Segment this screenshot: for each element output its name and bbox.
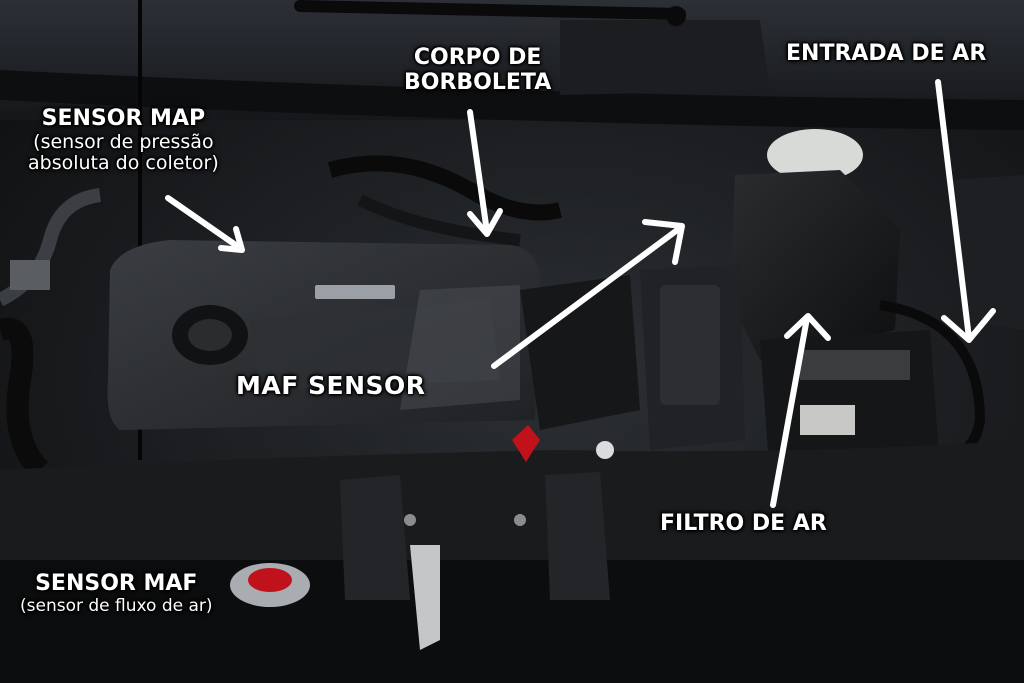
battery	[760, 300, 986, 480]
hood-cowl	[0, 0, 1024, 130]
sensor-map-title: SENSOR MAP	[41, 106, 206, 131]
right-fender	[950, 175, 1024, 330]
label-corpo-de-borboleta: CORPO DE BORBOLETA	[404, 45, 552, 95]
sensor-maf-sub: (sensor de fluxo de ar)	[20, 595, 213, 616]
arrow-maf-sensor	[491, 219, 685, 369]
coolant-reservoir	[767, 129, 863, 181]
callout-arrows	[165, 79, 996, 508]
dipstick-handle	[512, 425, 540, 462]
arrow-corpo-de-borboleta	[467, 109, 503, 237]
sensor-map-sub-2: absoluta do coletor)	[28, 151, 219, 174]
label-filtro-de-ar: FILTRO DE AR	[660, 511, 827, 536]
label-sensor-map: SENSOR MAP (sensor de pressão absoluta d…	[28, 106, 219, 174]
label-sensor-maf: SENSOR MAF (sensor de fluxo de ar)	[20, 571, 213, 616]
arrow-entrada-de-ar	[935, 79, 996, 343]
label-maf-sensor: MAF SENSOR	[236, 371, 426, 400]
throttle-hoses	[327, 155, 562, 246]
corpo-line-2: BORBOLETA	[404, 69, 552, 95]
arrow-sensor-map	[165, 195, 245, 253]
sensor-maf-title: SENSOR MAF	[35, 571, 198, 596]
engine-cover	[107, 240, 540, 430]
arrow-filtro-de-ar	[770, 313, 831, 508]
label-entrada-de-ar: ENTRADA DE AR	[786, 41, 987, 66]
sensor-map-sub-1: (sensor de pressão	[33, 130, 214, 153]
air-box	[520, 170, 900, 450]
corpo-line-1: CORPO DE	[413, 45, 542, 70]
front-cross-member	[0, 440, 1024, 683]
